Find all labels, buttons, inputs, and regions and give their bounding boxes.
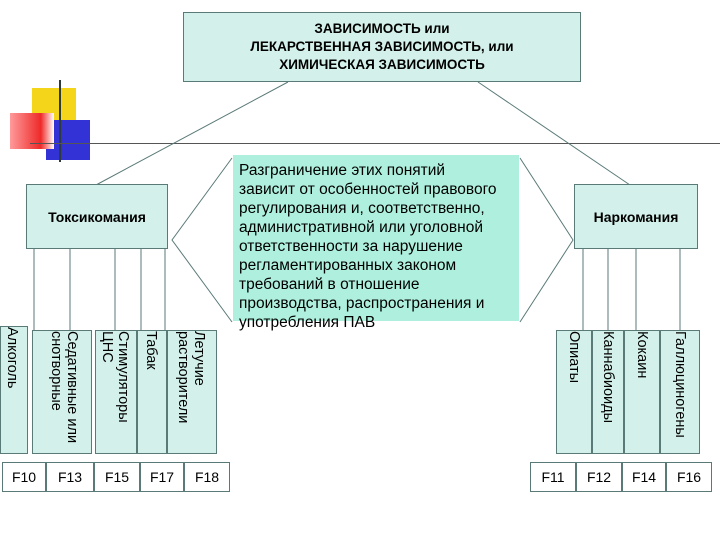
description-line: административной или уголовной [239,219,484,236]
code-f14: F14 [622,462,666,492]
code-f12: F12 [576,462,622,492]
substance-label: Седативные или снотворные [48,331,80,444]
title-line-2: ЛЕКАРСТВЕННАЯ ЗАВИСИМОСТЬ, или [250,39,514,54]
substance-tobacco-box: Табак [137,330,167,454]
narcomania-box: Наркомания [574,184,698,249]
substance-label: Кокаин [634,331,650,379]
substance-hallucinogens-box: Галлюциногены [660,330,700,454]
substance-label: Стимуляторы ЦНС [99,331,131,423]
substance-stimulants-box: Стимуляторы ЦНС [95,330,137,454]
code-f15: F15 [94,462,140,492]
code-f13: F13 [46,462,94,492]
decorative-vertical-rule [59,80,61,162]
description-line: употребления ПАВ [239,314,376,331]
substance-opiates-box: Опиаты [556,330,592,454]
substance-solvents-box: Летучие растворители [167,330,217,454]
decorative-horizontal-rule [30,143,720,144]
toxicomania-label: Токсикомания [48,208,146,225]
substance-label: Галлюциногены [672,331,688,438]
description-line: регламентированных законом [239,257,457,274]
code-f17: F17 [140,462,184,492]
code-f18: F18 [184,462,230,492]
substance-label: Каннабиоиды [600,331,616,424]
description-line: регулирования и, соответственно, [239,200,485,217]
substance-cocaine-box: Кокаин [624,330,660,454]
substance-label: Опиаты [566,331,582,384]
title-line-1: ЗАВИСИМОСТЬ или [314,21,450,36]
substance-sedatives-box: Седативные или снотворные [32,330,92,454]
code-f11: F11 [530,462,576,492]
substance-label: Алкоголь [4,327,20,389]
description-box: Разграничение этих понятий зависит от ос… [233,155,519,331]
code-f16: F16 [666,462,712,492]
narcomania-label: Наркомания [593,208,679,225]
substance-cannabinoids-box: Каннабиоиды [592,330,624,454]
substance-label: Летучие растворители [175,331,207,424]
title-line-3: ХИМИЧЕСКАЯ ЗАВИСИМОСТЬ [279,57,485,72]
description-line: производства, распространения и [239,295,485,312]
title-box: ЗАВИСИМОСТЬ или ЛЕКАРСТВЕННАЯ ЗАВИСИМОСТ… [183,12,581,82]
description-line: зависит от особенностей правового [239,181,497,198]
description-line: ответственности за нарушение [239,238,463,255]
substance-alcohol-box: Алкоголь [0,326,28,454]
code-f10: F10 [2,462,46,492]
toxicomania-box: Токсикомания [26,184,168,249]
description-line: Разграничение этих понятий [239,162,446,179]
description-line: требований в отношение [239,276,420,293]
substance-label: Табак [143,331,159,370]
